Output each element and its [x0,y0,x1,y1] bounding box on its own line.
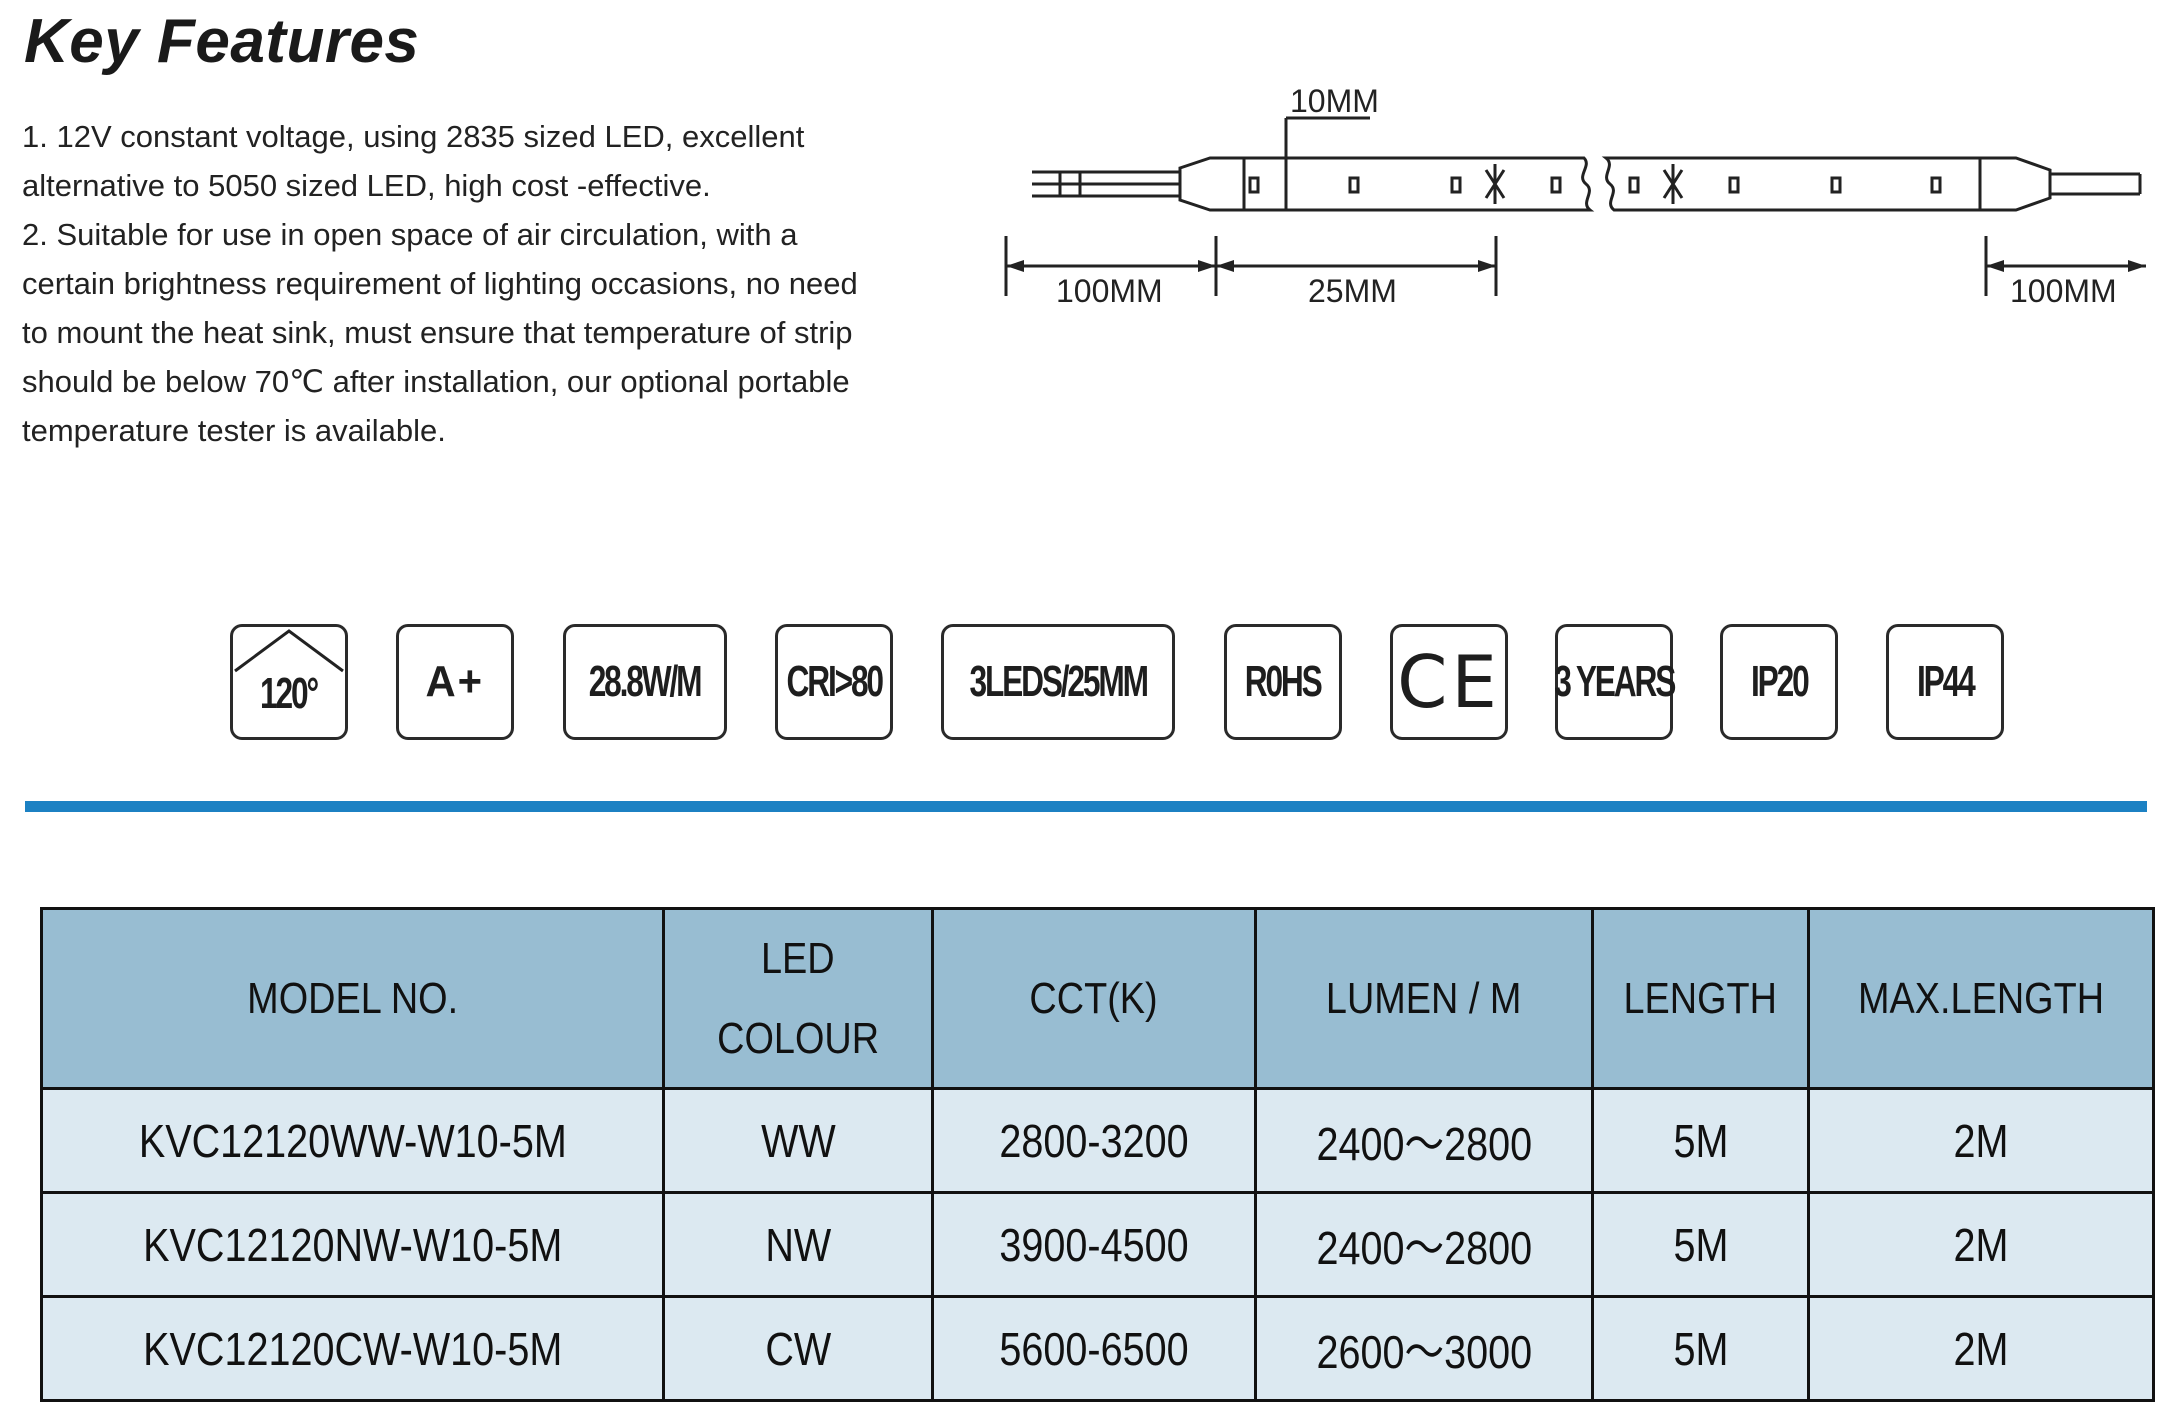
feature-list: 1. 12V constant voltage, using 2835 size… [22,112,872,455]
header-length: LENGTH [1591,907,1810,1090]
cell-lumen: 2400～2800 [1254,1087,1594,1194]
badge-ce: CE [1390,624,1508,740]
table-header-row: MODEL NO. LED COLOUR CCT(K) LUMEN / M LE… [40,907,2155,1090]
cell-colour: WW [662,1087,934,1194]
badge-beam-angle: 120° [230,624,348,740]
cut-length-label: 25MM [1308,273,1397,309]
cell-length: 5M [1591,1295,1810,1402]
cell-cct: 5600-6500 [931,1295,1257,1402]
badge-energy-class: A+ [396,624,514,740]
badge-cri: CRI>80 [775,624,893,740]
cell-cct: 2800-3200 [931,1087,1257,1194]
led-strip-diagram: 10MM 100MM 25MM 100MM [1004,86,2146,309]
header-max-length: MAX.LENGTH [1807,907,2155,1090]
ce-mark-icon: CE [1397,640,1501,724]
cell-lumen: 2400～2800 [1254,1191,1594,1298]
header-lumen: LUMEN / M [1254,907,1594,1090]
cell-max-length: 2M [1807,1295,2155,1402]
header-led-colour: LED COLOUR [662,907,934,1090]
cell-model: KVC12120CW-W10-5M [40,1295,665,1402]
header-cct: CCT(K) [931,907,1257,1090]
header-model: MODEL NO. [40,907,665,1090]
badge-led-density: 3LEDS/25MM [941,624,1175,740]
cell-colour: CW [662,1295,934,1402]
badge-ip44: IP44 [1886,624,2004,740]
table-row: KVC12120CW-W10-5M CW 5600-6500 2600～3000… [40,1295,2155,1402]
cell-model: KVC12120NW-W10-5M [40,1191,665,1298]
spec-badges: 120° A+ 28.8W/M CRI>80 3LEDS/25MM R0HS C… [230,624,2004,744]
feature-item: 2. Suitable for use in open space of air… [22,217,858,448]
table-row: KVC12120NW-W10-5M NW 3900-4500 2400～2800… [40,1191,2155,1298]
spec-table: MODEL NO. LED COLOUR CCT(K) LUMEN / M LE… [40,907,2155,1402]
cell-lumen: 2600～3000 [1254,1295,1594,1402]
table-row: KVC12120WW-W10-5M WW 2800-3200 2400～2800… [40,1087,2155,1194]
badge-ip20: IP20 [1720,624,1838,740]
badge-warranty: 3 YEARS [1554,624,1676,740]
cell-max-length: 2M [1807,1191,2155,1298]
cell-model: KVC12120WW-W10-5M [40,1087,665,1194]
page-title: Key Features [24,7,420,76]
lead-left-label: 100MM [1056,273,1163,309]
badge-wattage: 28.8W/M [563,624,727,740]
badge-rohs: R0HS [1224,624,1342,740]
beam-angle-icon [234,629,344,673]
cell-length: 5M [1591,1087,1810,1194]
feature-item: 1. 12V constant voltage, using 2835 size… [22,119,805,203]
section-divider [25,801,2147,812]
cell-colour: NW [662,1191,934,1298]
cell-cct: 3900-4500 [931,1191,1257,1298]
cell-max-length: 2M [1807,1087,2155,1194]
pitch-label: 10MM [1290,86,1379,119]
cell-length: 5M [1591,1191,1810,1298]
lead-right-label: 100MM [2010,273,2117,309]
